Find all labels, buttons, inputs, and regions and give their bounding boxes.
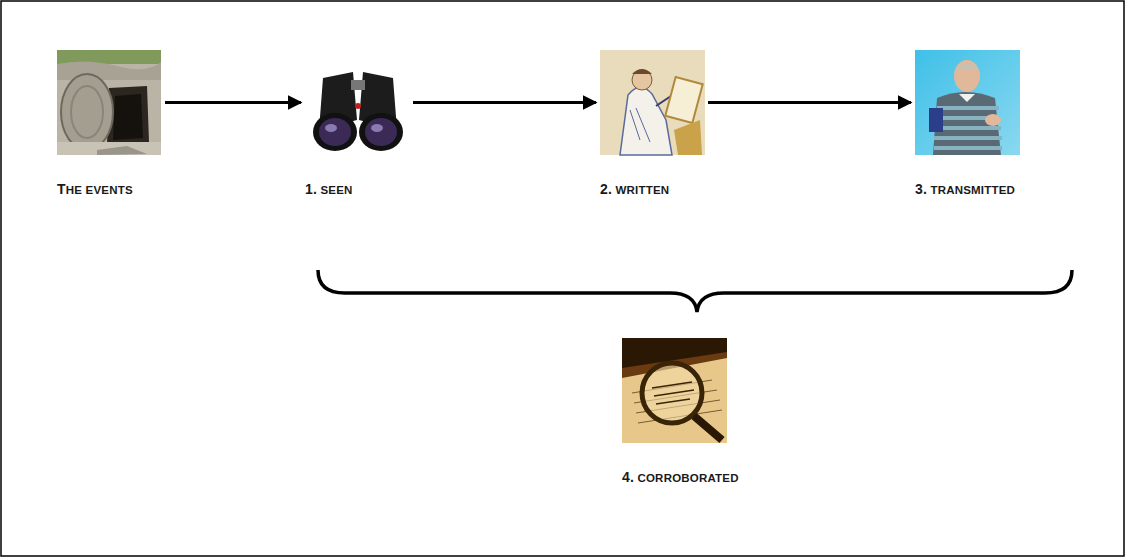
magnifier-picture bbox=[622, 338, 727, 443]
tomb-picture bbox=[57, 50, 161, 155]
illustration-part bbox=[632, 70, 652, 90]
illustration-part bbox=[365, 118, 397, 146]
illustration-part bbox=[355, 103, 361, 109]
illustration-part bbox=[642, 363, 702, 423]
illustration-part bbox=[985, 114, 1001, 126]
illustration-part bbox=[652, 382, 694, 404]
illustration-part bbox=[665, 77, 702, 123]
illustration-part bbox=[113, 94, 143, 140]
illustration-part bbox=[954, 60, 980, 92]
flow-arrow bbox=[165, 101, 301, 104]
illustration-part bbox=[600, 50, 705, 155]
picture-node: 3. TRANSMITTED bbox=[915, 50, 1020, 197]
illustration-part bbox=[359, 113, 403, 151]
illustration-part bbox=[57, 142, 161, 155]
picture-node: 4. CORROBORATED bbox=[622, 338, 739, 485]
illustration-part bbox=[674, 120, 702, 155]
picture-caption: 4. CORROBORATED bbox=[622, 469, 739, 485]
illustration-part bbox=[313, 113, 357, 151]
illustration-part bbox=[934, 108, 1002, 148]
illustration-part bbox=[632, 69, 652, 74]
grouping-brace bbox=[318, 270, 1072, 312]
illustration-part bbox=[57, 61, 161, 80]
illustration-part bbox=[57, 50, 161, 155]
picture-caption: 1. SEEN bbox=[305, 181, 410, 197]
illustration-part bbox=[351, 80, 365, 90]
binoculars-picture bbox=[305, 50, 410, 155]
scribe-picture bbox=[600, 50, 705, 155]
picture-node: 2. WRITTEN bbox=[600, 50, 705, 197]
illustration-part bbox=[620, 87, 672, 155]
picture-node: THE EVENTS bbox=[57, 50, 162, 197]
speaker-picture bbox=[915, 50, 1020, 155]
illustration-part bbox=[622, 358, 727, 443]
illustration-part bbox=[955, 63, 979, 70]
illustration-part bbox=[61, 74, 113, 150]
illustration-part bbox=[622, 338, 727, 443]
picture-node: 1. SEEN bbox=[305, 50, 410, 197]
illustration-part bbox=[71, 86, 103, 138]
illustration-part bbox=[933, 92, 1001, 155]
illustration-part bbox=[630, 108, 650, 142]
flow-arrow bbox=[708, 101, 911, 104]
flow-arrow bbox=[413, 101, 596, 104]
illustration-part bbox=[305, 50, 410, 155]
illustration-part bbox=[325, 124, 337, 132]
illustration-part bbox=[959, 94, 975, 102]
picture-caption: THE EVENTS bbox=[57, 181, 162, 197]
illustration-part bbox=[915, 50, 1020, 155]
illustration-part bbox=[97, 146, 147, 155]
illustration-part bbox=[319, 118, 351, 146]
illustration-part bbox=[371, 124, 383, 132]
picture-caption: 3. TRANSMITTED bbox=[915, 181, 1020, 197]
illustration-part bbox=[929, 108, 943, 132]
illustration-part bbox=[694, 416, 722, 440]
picture-caption: 2. WRITTEN bbox=[600, 181, 705, 197]
illustration-part bbox=[622, 338, 727, 368]
